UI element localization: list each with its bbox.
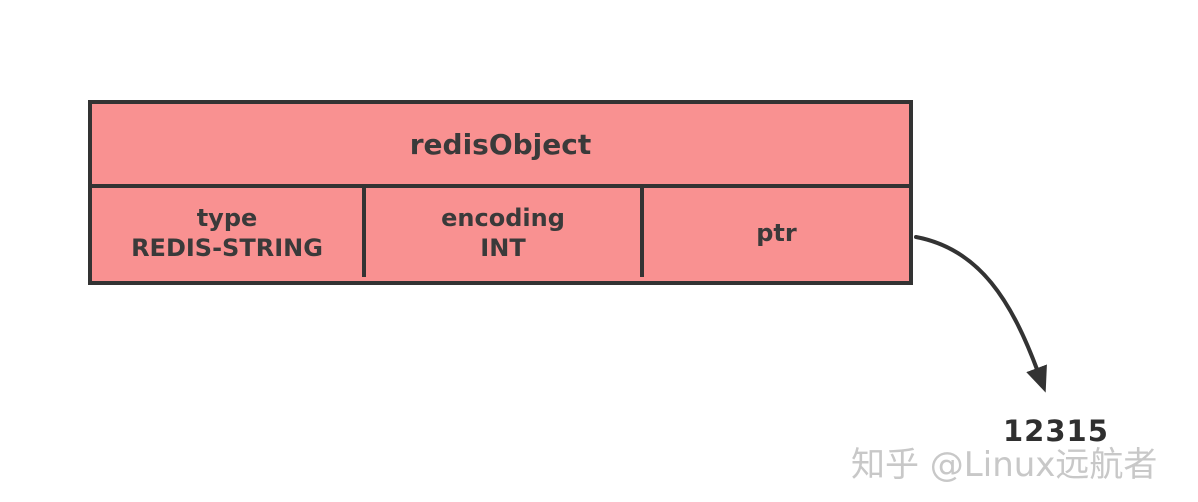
- cell-ptr: ptr: [644, 188, 909, 277]
- cell-type-value: REDIS-STRING: [131, 233, 323, 262]
- cell-ptr-label: ptr: [756, 218, 797, 247]
- cell-encoding: encoding INT: [362, 188, 644, 277]
- table-row: type REDIS-STRING encoding INT ptr: [92, 188, 909, 277]
- cell-encoding-value: INT: [480, 233, 526, 262]
- redis-object-table: redisObject type REDIS-STRING encoding I…: [88, 100, 913, 285]
- cell-type: type REDIS-STRING: [92, 188, 362, 277]
- table-header: redisObject: [92, 104, 909, 188]
- watermark: 知乎 @Linux远航者: [851, 445, 1158, 485]
- pointer-arrow-path: [914, 235, 1047, 393]
- table-title: redisObject: [409, 127, 592, 161]
- pointer-target-value: 12315: [1003, 414, 1109, 448]
- cell-type-label: type: [196, 203, 258, 232]
- cell-encoding-label: encoding: [441, 203, 565, 232]
